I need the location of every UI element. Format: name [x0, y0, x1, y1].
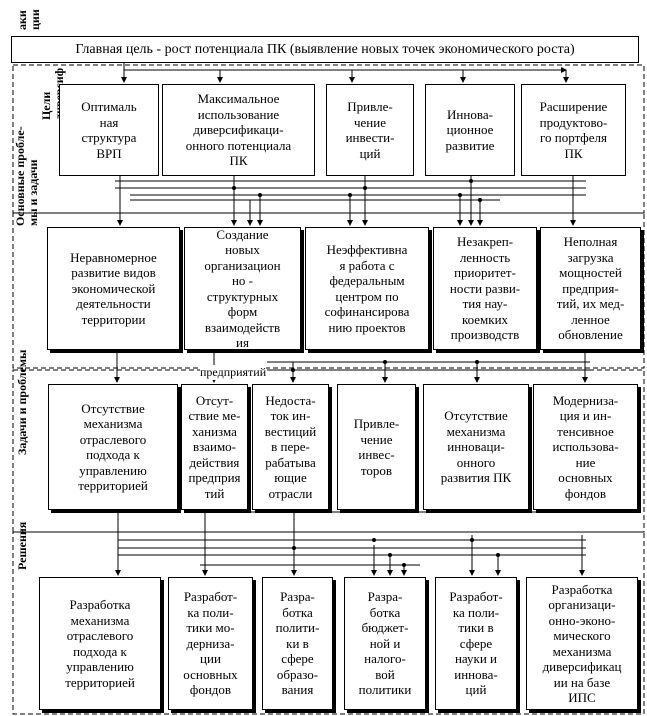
- goal-box-investment: Привле- чение инвести- ций: [326, 84, 414, 176]
- section-label-problems-tasks: Основные пробле- мы и задачи: [13, 126, 40, 226]
- solution-box-sectoral-mechanism: Разработка механизма отраслевого подхода…: [39, 577, 161, 710]
- solution-box-education-policy: Разра- ботка полити- ки в сфере образо- …: [262, 577, 333, 710]
- solution-box-diversification-mechanism: Разработка организаци- онно-эконо- мичес…: [526, 577, 638, 710]
- solution-text: Разработка организаци- онно-эконо- мичес…: [542, 581, 622, 706]
- problem-text: Незакреп- ленность приоритет- ности разв…: [449, 234, 521, 343]
- goal-text: Оптималь ная структура ВРП: [81, 99, 137, 161]
- task-box-innovation-mechanism: Отсутствие механизма инновaци- онного ра…: [423, 384, 529, 510]
- task-text: Недоста- ток ин- вестиций в пере- рабаты…: [264, 392, 317, 501]
- problem-text: Создание новых организацион но - структу…: [204, 226, 281, 351]
- task-text: Отсутствие механизма инновaци- онного ра…: [440, 408, 512, 486]
- problem-box-uneven-development: Неравномерное развитие видов экономическ…: [47, 227, 180, 350]
- solution-box-modernization-policy: Разработ- ка поли- тики мо- дерниза- ции…: [168, 577, 253, 710]
- task-box-modernization: Модерниза- ция и ин- тенсивное использов…: [533, 384, 638, 510]
- problem-box-new-forms: Создание новых организацион но - структу…: [184, 227, 301, 350]
- goal-text: Иннова- ционное развитие: [445, 106, 495, 153]
- solution-text: Разработ- ка поли- тики в сфере науки и …: [449, 589, 503, 698]
- section-label-solutions: Решения: [15, 521, 29, 570]
- task-text: Привле- чение инвес- торов: [353, 416, 400, 478]
- problem-overflow-text: предприятий: [200, 365, 267, 380]
- main-goal-box: Главная цель - рост потенциала ПК (выявл…: [11, 36, 639, 63]
- problem-box-federal-cooperation: Неэффективна я работа с федеральным цент…: [305, 227, 429, 350]
- problem-text: Неравномерное развитие видов экономическ…: [70, 249, 157, 327]
- task-box-sectoral-mechanism: Отсутствие механизма отраслевого подхода…: [48, 384, 178, 510]
- task-text: Отсутствие механизма отраслевого подхода…: [78, 400, 148, 494]
- goal-text: Максимальное использование диверсификаци…: [185, 91, 292, 169]
- solution-text: Разра- ботка полити- ки в сфере образо- …: [275, 589, 320, 698]
- goal-box-product-portfolio: Расширение продуктово- го портфеля ПК: [521, 84, 626, 176]
- problem-box-science-priority: Незакреп- ленность приоритет- ности разв…: [433, 227, 537, 350]
- problem-box-capacity-load: Неполная загрузка мощностей предприя- ти…: [540, 227, 641, 350]
- goals-band: [12, 64, 645, 214]
- problem-text: Неполная загрузка мощностей предприя- ти…: [556, 234, 625, 343]
- solution-text: Разра- ботка бюджет- ной и налого- вой п…: [358, 589, 412, 698]
- main-goal-text: Главная цель - рост потенциала ПК (выявл…: [75, 41, 575, 57]
- task-text: Отсут- ствие ме- ханизма взаимо- действи…: [188, 392, 241, 501]
- solutions-band: [12, 531, 645, 715]
- section-label-top-clip: аки ции: [15, 9, 42, 30]
- solution-text: Разработ- ка поли- тики мо- дерниза- ции…: [183, 589, 238, 698]
- goal-box-innovation: Иннова- ционное развитие: [425, 84, 515, 176]
- task-box-attract-investors: Привле- чение инвес- торов: [337, 384, 416, 510]
- solution-box-science-innovation-policy: Разработ- ка поли- тики в сфере науки и …: [435, 577, 517, 710]
- section-label-tasks-problems: Задачи и проблемы: [15, 349, 29, 455]
- problem-text: Неэффективна я работа с федеральным цент…: [324, 242, 410, 335]
- problems-band: [12, 212, 645, 369]
- task-box-processing-investment: Недоста- ток ин- вестиций в пере- рабаты…: [252, 384, 329, 510]
- goal-text: Расширение продуктово- го портфеля ПК: [539, 99, 608, 161]
- solution-box-budget-tax-policy: Разра- ботка бюджет- ной и налого- вой п…: [344, 577, 426, 710]
- solution-text: Разработка механизма отраслевого подхода…: [65, 597, 135, 690]
- task-text: Модерниза- ция и ин- тенсивное использов…: [552, 392, 619, 501]
- goal-text: Привле- чение инвести- ций: [345, 99, 395, 161]
- goal-box-diversification-potential: Максимальное использование диверсификаци…: [162, 84, 315, 176]
- goal-box-optimal-structure: Оптималь ная структура ВРП: [59, 84, 159, 176]
- task-box-enterprise-interaction: Отсут- ствие ме- ханизма взаимо- действи…: [181, 384, 248, 510]
